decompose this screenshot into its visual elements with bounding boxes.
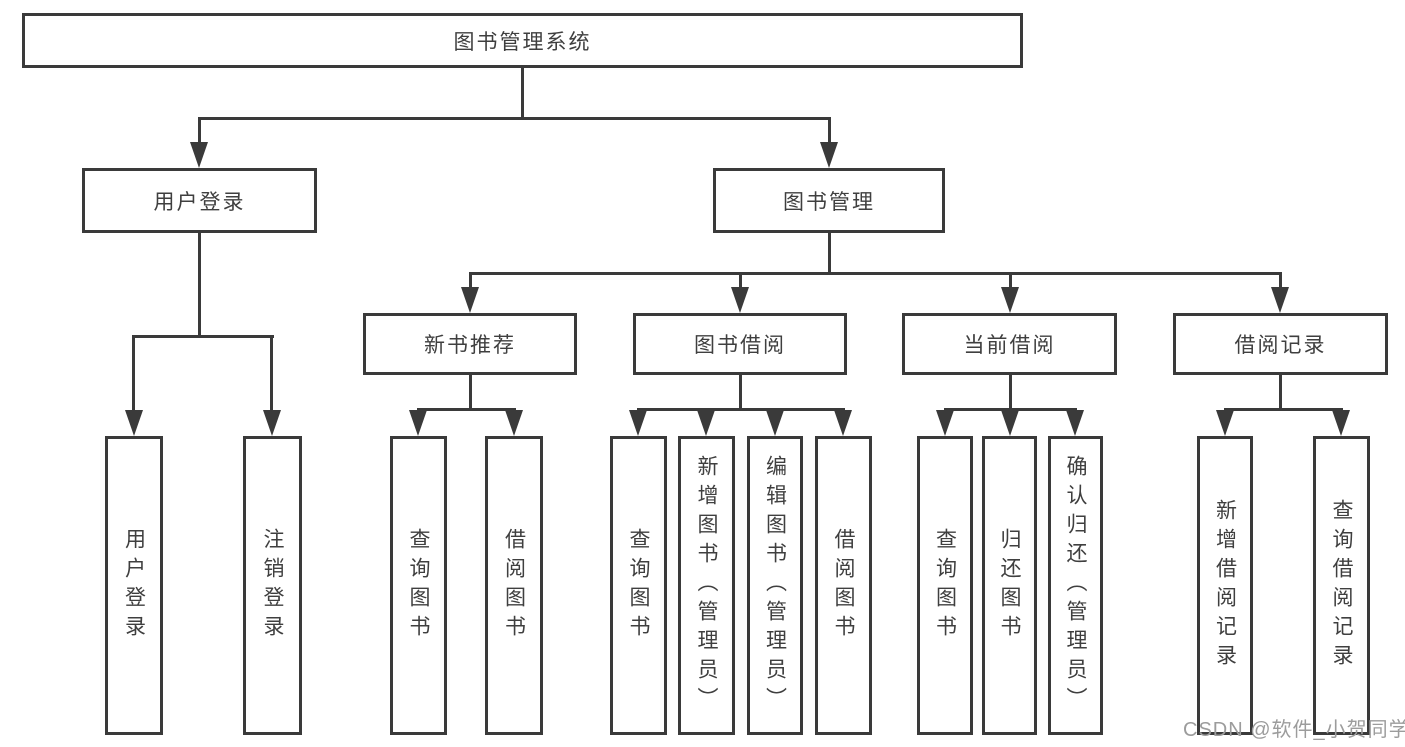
node-user-login: 用户登录 [82,168,317,233]
connector-arrowhead [936,410,954,436]
leaf-edit-book-admin: 编辑图书（管理员） [747,436,803,735]
connector-line [828,233,831,272]
leaf-add-book-admin: 新增图书（管理员） [678,436,735,735]
connector-arrowhead [1332,410,1350,436]
connector-line [198,233,201,335]
connector-arrowhead [1271,287,1289,313]
connector-arrowhead [766,410,784,436]
connector-arrowhead [190,142,208,168]
connector-line [469,272,472,289]
connector-line [1009,375,1012,408]
connector-arrowhead [263,410,281,436]
connector-arrowhead [697,410,715,436]
node-book-borrowing: 图书借阅 [633,313,847,375]
connector-line [198,117,831,120]
connector-line [417,408,516,411]
connector-line [469,272,1282,275]
leaf-query-borrow-record: 查询借阅记录 [1313,436,1370,735]
node-current-borrowing: 当前借阅 [902,313,1117,375]
csdn-watermark: CSDN @软件_小贺同学 [1183,719,1405,741]
connector-line [521,68,524,117]
connector-line [828,117,831,145]
connector-arrowhead [834,410,852,436]
connector-line [637,408,845,411]
connector-arrowhead [629,410,647,436]
leaf-borrow-books-borrowing: 借阅图书 [815,436,872,735]
connector-arrowhead [1066,410,1084,436]
connector-line [198,117,201,145]
connector-line [1224,408,1343,411]
connector-line [469,375,472,408]
connector-line [739,375,742,408]
leaf-borrow-books-recommend: 借阅图书 [485,436,543,735]
connector-arrowhead [731,287,749,313]
node-library-system: 图书管理系统 [22,13,1023,68]
node-book-management: 图书管理 [713,168,945,233]
connector-arrowhead [1001,410,1019,436]
connector-arrowhead [125,410,143,436]
leaf-add-borrow-record: 新增借阅记录 [1197,436,1253,735]
leaf-logout: 注销登录 [243,436,302,735]
connector-line [1279,375,1282,408]
node-new-book-recommend: 新书推荐 [363,313,577,375]
connector-line [132,335,274,338]
leaf-query-books-borrowing: 查询图书 [610,436,667,735]
connector-arrowhead [1216,410,1234,436]
connector-arrowhead [820,142,838,168]
connector-line [739,272,742,289]
leaf-query-books-recommend: 查询图书 [390,436,447,735]
connector-arrowhead [461,287,479,313]
leaf-return-book: 归还图书 [982,436,1037,735]
connector-arrowhead [409,410,427,436]
connector-line [1279,272,1282,289]
connector-arrowhead [1001,287,1019,313]
leaf-confirm-return-admin: 确认归还（管理员） [1048,436,1103,735]
leaf-query-books-current: 查询图书 [917,436,973,735]
connector-line [1009,272,1012,289]
connector-arrowhead [505,410,523,436]
connector-line [270,335,273,412]
connector-line [132,335,135,412]
node-borrowing-records: 借阅记录 [1173,313,1388,375]
leaf-user-login: 用户登录 [105,436,163,735]
